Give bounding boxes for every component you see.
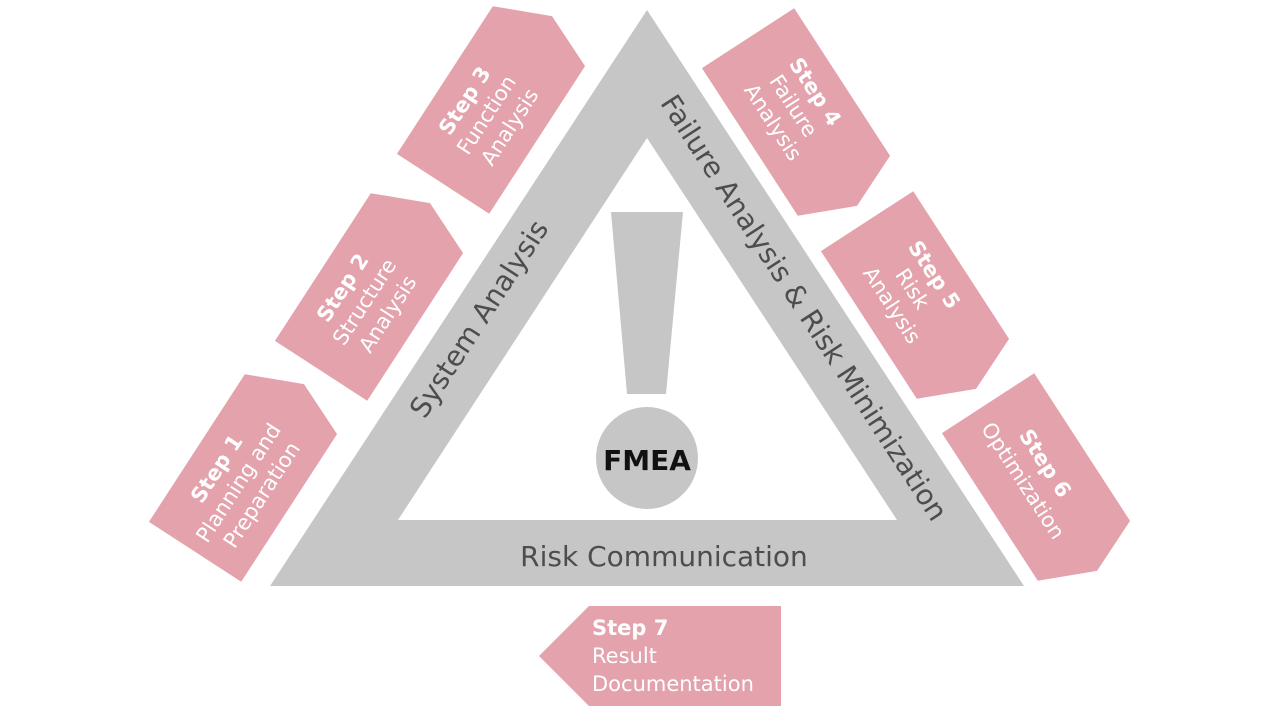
step-3-arrow: Step 3 Function Analysis — [396, 6, 586, 214]
svg-text:Step 7 Result Docu: Step 7 Result Documentation — [592, 616, 754, 696]
step-5-arrow: Step 5 Risk Analysis — [820, 191, 1010, 399]
step-7-line2: Documentation — [592, 672, 754, 696]
side-label-risk-communication: Risk Communication — [520, 540, 808, 573]
step-arrow-shape — [148, 374, 338, 582]
step-7-title: Step 7 — [592, 616, 668, 640]
step-7-arrow: Step 7 Result Documentation — [539, 606, 781, 706]
fmea-label: FMEA — [603, 444, 691, 477]
exclamation-icon — [596, 212, 698, 509]
fmea-triangle — [270, 10, 1024, 586]
step-7-line1: Result — [592, 644, 657, 668]
step-6-arrow: Step 6 Optimization — [941, 373, 1131, 581]
step-arrow-shape — [701, 8, 891, 216]
exclamation-bar — [611, 212, 683, 394]
step-arrow-shape — [820, 191, 1010, 399]
step-arrow-shape — [396, 6, 586, 214]
step-arrow-shape — [539, 606, 781, 706]
exclamation-dot — [596, 407, 698, 509]
step-4-arrow: Step 4 Failure Analysis — [701, 8, 891, 216]
step-arrow-shape — [941, 373, 1131, 581]
step-arrow-shape — [274, 193, 464, 401]
